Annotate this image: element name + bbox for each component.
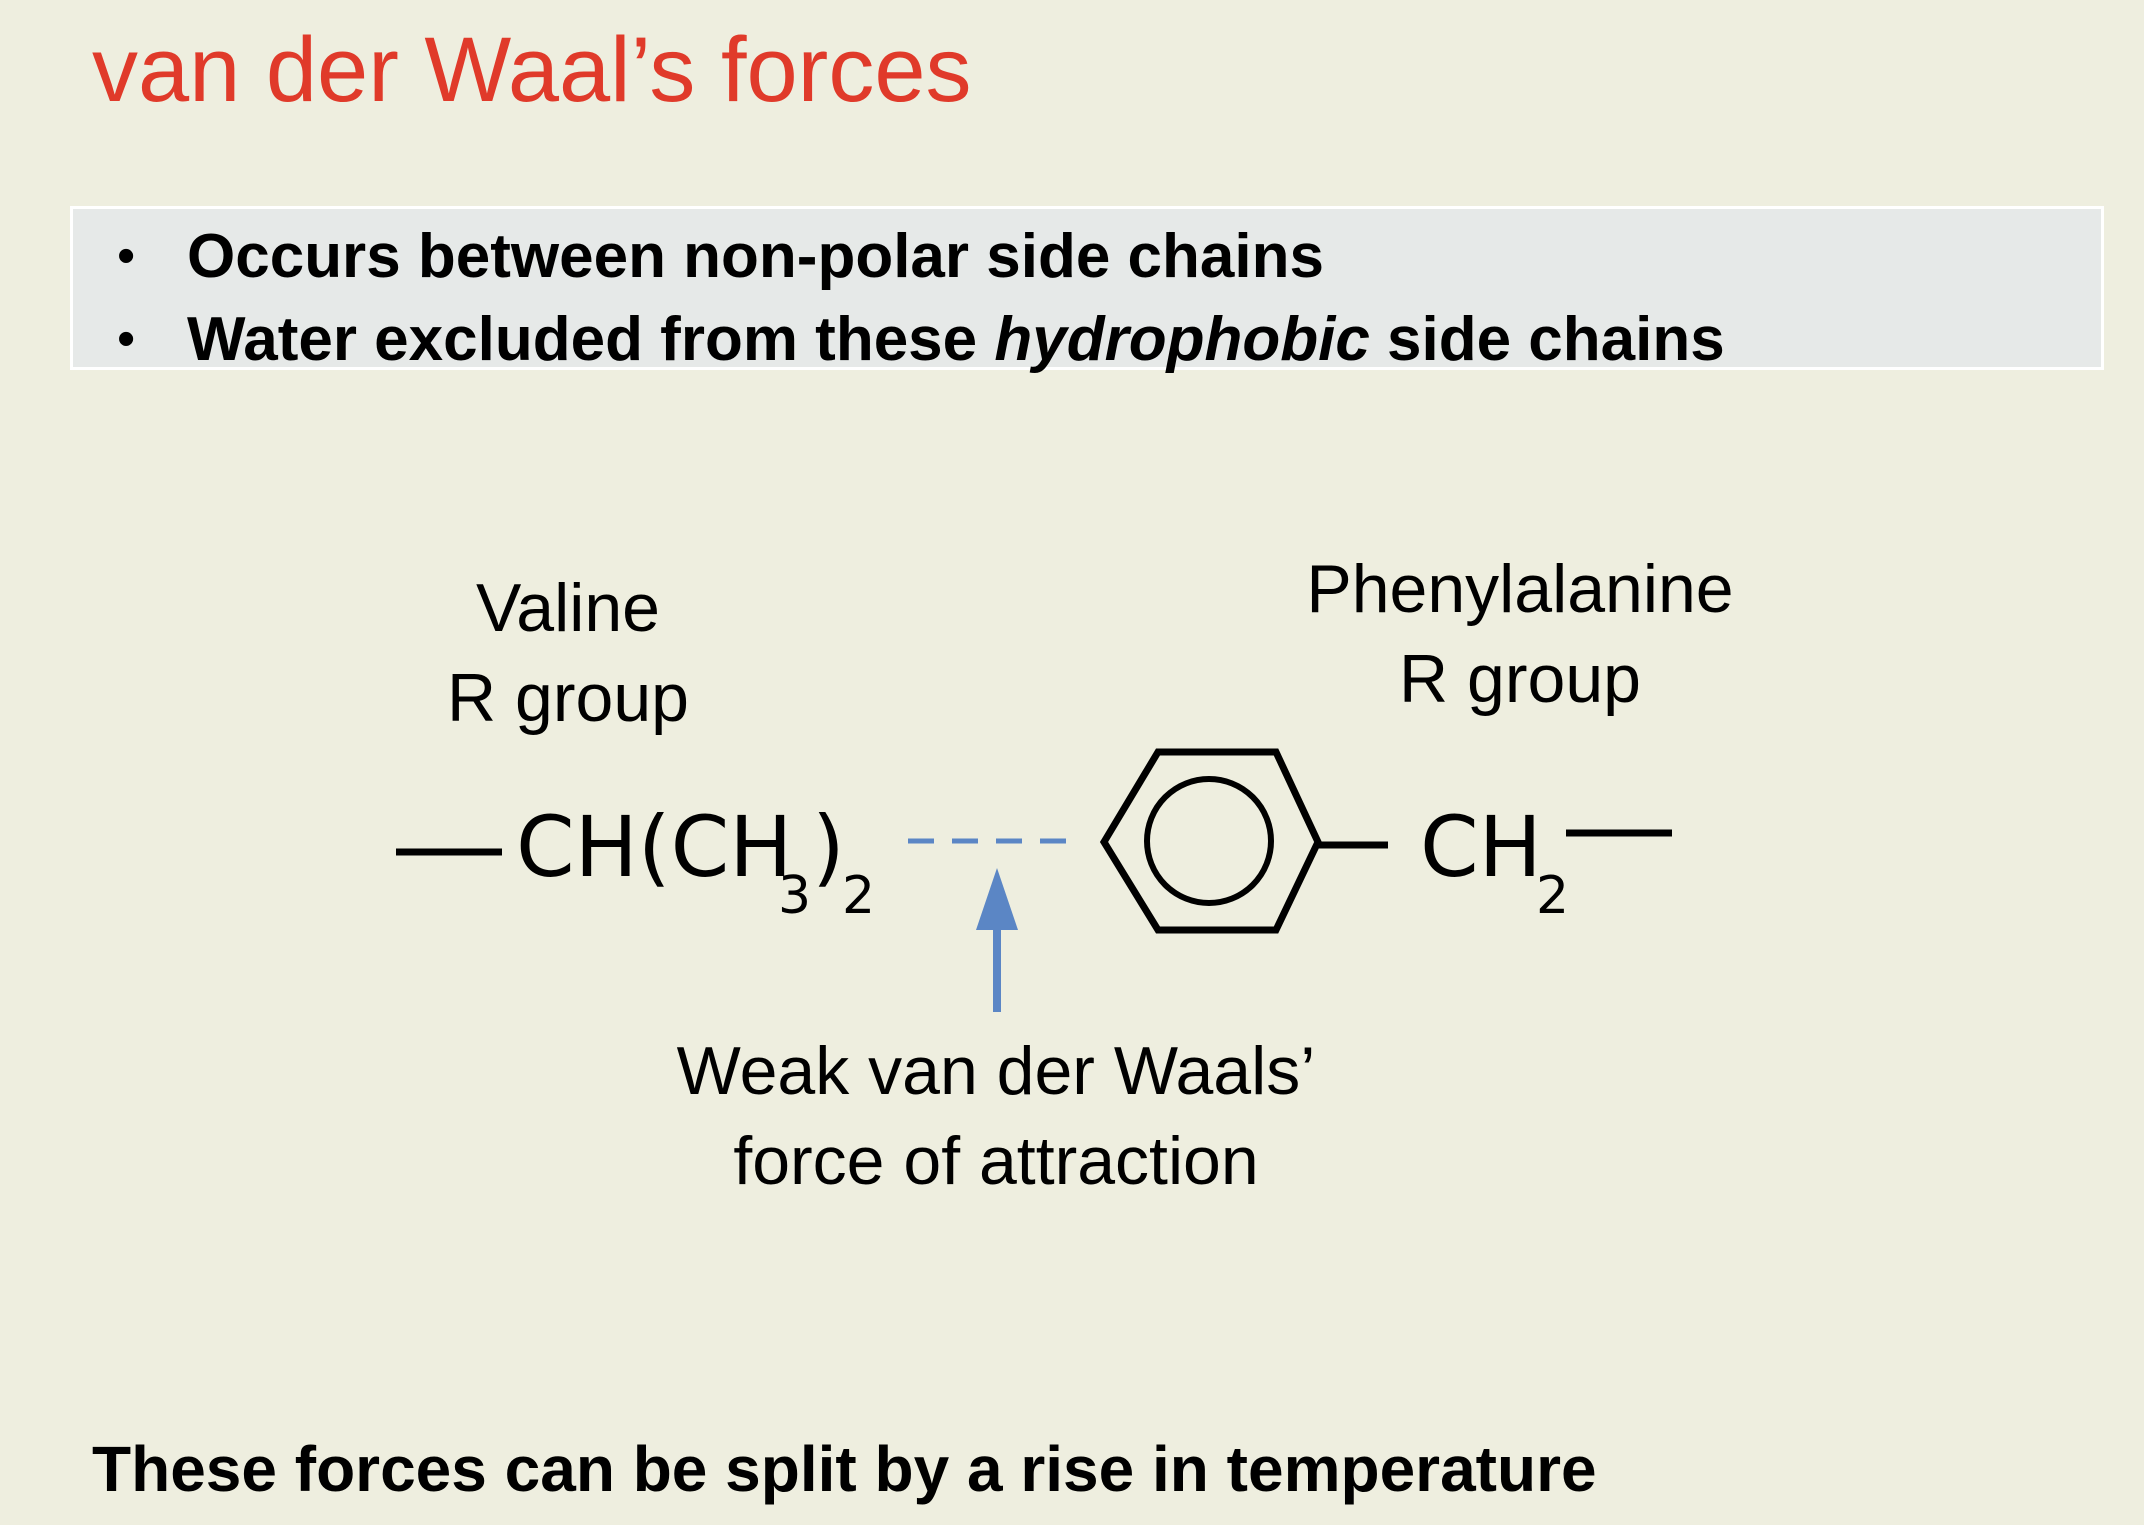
bullet-text-emphasis: hydrophobic (994, 305, 1370, 374)
phenylalanine-label-line1: Phenylalanine (1306, 551, 1733, 627)
valine-label-line1: Valine (476, 570, 660, 646)
benzene-inner-circle (1144, 776, 1274, 906)
bullet-item-non-polar: • Occurs between non-polar side chains (73, 215, 1725, 298)
attraction-label-line1: Weak van der Waals’ (677, 1033, 1316, 1109)
bullet-box: • Occurs between non-polar side chains •… (70, 206, 2104, 374)
phenylalanine-formula-main: CH (1420, 798, 1542, 896)
valine-formula-sub2: 2 (842, 866, 875, 926)
bullet-text-before: Water excluded from these (187, 305, 995, 374)
slide-title: van der Waal’s forces (92, 19, 972, 121)
valine-formula-close: ) (812, 798, 845, 896)
footer-statement: These forces can be split by a rise in t… (92, 1433, 1597, 1505)
phenylalanine-label-line2: R group (1399, 641, 1641, 717)
valine-formula-sub3: 3 (778, 866, 811, 926)
attraction-arrow-head-icon (976, 868, 1018, 930)
valine-formula-main: CH(CH (516, 798, 792, 896)
phenylalanine-formula-sub2: 2 (1536, 866, 1569, 926)
valine-formula: CH(CH 3 ) 2 (516, 798, 875, 933)
bullet-item-hydrophobic: • Water excluded from these hydrophobic … (73, 298, 1725, 381)
bullet-text: Occurs between non-polar side chains (187, 222, 1324, 291)
bullet-text-after: side chains (1369, 305, 1725, 374)
phenylalanine-formula: CH 2 (1420, 798, 1569, 926)
attraction-label-line2: force of attraction (733, 1123, 1258, 1199)
valine-label-line2: R group (447, 660, 689, 736)
bullet-list: • Occurs between non-polar side chains •… (73, 215, 1725, 381)
bullet-dot: • (117, 310, 136, 368)
bullet-dot: • (117, 227, 136, 285)
